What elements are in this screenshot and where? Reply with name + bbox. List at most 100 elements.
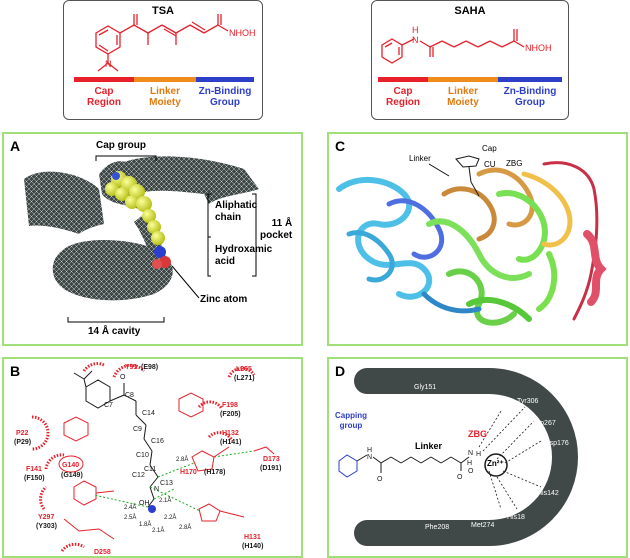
saha-nh-n: N xyxy=(412,35,419,45)
saha-nh-h: H xyxy=(412,25,419,35)
svg-text:(L271): (L271) xyxy=(234,375,255,382)
saha-cap-label: Cap Region xyxy=(386,86,420,108)
svg-text:Asp176: Asp176 xyxy=(545,440,569,447)
svg-text:G140: G140 xyxy=(62,462,79,469)
pocket-surface-mesh xyxy=(24,155,259,323)
svg-text:Tyr306: Tyr306 xyxy=(517,398,539,405)
zinc-atom-label: Zinc atom xyxy=(200,294,248,305)
ligand-interaction-diagram: O C7 C8 C14 C9 C16 C10 C11 C12 C13 N OH … xyxy=(14,362,281,556)
saha-title: SAHA xyxy=(454,5,486,17)
svg-text:(H141): (H141) xyxy=(220,439,241,446)
panel-d-schematic: D Gly151 xyxy=(327,357,628,558)
svg-text:N: N xyxy=(367,454,372,461)
svg-text:N: N xyxy=(468,450,473,457)
svg-text:2.8Å: 2.8Å xyxy=(176,456,188,463)
svg-text:Y297: Y297 xyxy=(38,514,54,521)
svg-text:C7: C7 xyxy=(104,402,113,409)
svg-text:1.8Å: 1.8Å xyxy=(139,521,151,528)
svg-text:Phe152: Phe152 xyxy=(491,400,515,407)
svg-text:His18: His18 xyxy=(507,514,525,521)
svg-text:2.4Å: 2.4Å xyxy=(124,504,136,511)
panel-d-letter: D xyxy=(335,363,346,379)
svg-text:C11: C11 xyxy=(144,466,156,473)
svg-text:OH: OH xyxy=(139,500,150,507)
svg-text:(G149): (G149) xyxy=(61,472,83,479)
aliphatic-chain-label: Aliphatic chain xyxy=(215,200,258,223)
svg-text:(D191): (D191) xyxy=(260,465,281,472)
svg-text:(Y303): (Y303) xyxy=(36,523,57,530)
svg-text:(P29): (P29) xyxy=(14,439,31,446)
panel-c-letter: C xyxy=(335,138,346,154)
svg-text:D258: D258 xyxy=(94,549,111,556)
svg-text:(E98): (E98) xyxy=(141,364,158,371)
svg-text:2.5Å: 2.5Å xyxy=(124,514,136,521)
protein-ribbon-drawing xyxy=(336,155,607,326)
svg-text:C9: C9 xyxy=(133,426,142,433)
panel-c-protein-ribbon: C Cap Linker CU ZBG xyxy=(327,132,628,346)
saha-zbg-bar xyxy=(498,77,562,82)
svg-text:(F150): (F150) xyxy=(24,475,45,482)
capping-group-label: Capping group xyxy=(335,411,367,430)
panel-b-letter: B xyxy=(10,363,21,379)
svg-text:C16: C16 xyxy=(151,438,164,445)
hydroxamic-acid-label: Hydroxamic acid xyxy=(215,244,273,267)
svg-text:H170: H170 xyxy=(180,469,197,476)
svg-text:O: O xyxy=(457,474,463,481)
linker-label: Linker xyxy=(415,441,443,451)
cavity-size-label: 14 Å cavity xyxy=(88,326,141,337)
svg-text:2.1Å: 2.1Å xyxy=(152,527,164,534)
tsa-hydroxamate-label: NHOH xyxy=(229,28,256,38)
tsa-linker-label: Linker Moiety xyxy=(149,86,181,108)
saha-structure-card: SAHA H N NHOH Cap Region Linker Moiety xyxy=(371,0,569,120)
tsa-molecule-drawing: N NHOH xyxy=(95,14,256,72)
svg-text:F141: F141 xyxy=(26,466,42,473)
saha-molecule-drawing: H N NHOH xyxy=(381,25,552,64)
svg-text:H: H xyxy=(476,451,481,458)
saha-linker-label: Linker Moiety xyxy=(447,86,479,108)
svg-text:C12: C12 xyxy=(132,472,145,479)
pocket-size-label: 11 Å pocket xyxy=(260,218,293,241)
panel-b-interaction-map: B xyxy=(2,357,303,558)
svg-text:O: O xyxy=(120,374,126,381)
panel-a-letter: A xyxy=(10,138,21,154)
svg-text:2.2Å: 2.2Å xyxy=(164,514,176,521)
ribbon-zbg-label: ZBG xyxy=(506,159,523,168)
svg-text:H131: H131 xyxy=(244,534,261,541)
svg-text:F198: F198 xyxy=(222,402,238,409)
svg-text:H: H xyxy=(367,447,372,454)
svg-text:2.1Å: 2.1Å xyxy=(159,497,171,504)
svg-text:Gly151: Gly151 xyxy=(414,384,436,391)
svg-text:Met274: Met274 xyxy=(471,522,494,529)
ribbon-cu-label: CU xyxy=(484,160,496,169)
saha-cap-bar xyxy=(378,77,428,82)
svg-text:N: N xyxy=(154,486,159,493)
svg-text:His142: His142 xyxy=(537,490,559,497)
svg-text:Phe208: Phe208 xyxy=(425,524,449,531)
tsa-structure-card: TSA xyxy=(63,0,263,120)
saha-zbg-label: Zn-Binding Group xyxy=(503,86,557,108)
svg-text:C8: C8 xyxy=(125,392,134,399)
svg-text:P22: P22 xyxy=(16,430,29,437)
svg-text:C10: C10 xyxy=(136,452,149,459)
tsa-linker-bar xyxy=(134,77,196,82)
svg-text:(H140): (H140) xyxy=(242,543,263,550)
zbg-label: ZBG xyxy=(468,429,487,439)
svg-text:(H178): (H178) xyxy=(204,469,225,476)
tsa-title: TSA xyxy=(152,5,174,17)
svg-text:2.8Å: 2.8Å xyxy=(179,524,191,531)
zinc-ion-label: Zn²⁺ xyxy=(487,459,504,468)
binding-tunnel-schematic: Gly151 Phe152 Tyr306 Asp267 Asp176 His14… xyxy=(338,368,578,546)
svg-text:N: N xyxy=(105,59,112,69)
svg-text:Asp267: Asp267 xyxy=(532,420,556,427)
svg-text:(F205): (F205) xyxy=(220,411,241,418)
svg-text:L265: L265 xyxy=(236,366,252,373)
svg-text:D173: D173 xyxy=(263,456,280,463)
svg-text:C13: C13 xyxy=(160,480,173,487)
svg-text:O: O xyxy=(377,476,383,483)
tsa-zbg-bar xyxy=(196,77,254,82)
svg-text:Y91: Y91 xyxy=(125,364,138,371)
saha-hydroxamate-label: NHOH xyxy=(525,43,552,53)
panel-a-binding-pocket: A xyxy=(2,132,303,346)
tsa-zbg-label: Zn-Binding Group xyxy=(198,86,252,108)
ribbon-linker-label: Linker xyxy=(409,154,431,163)
